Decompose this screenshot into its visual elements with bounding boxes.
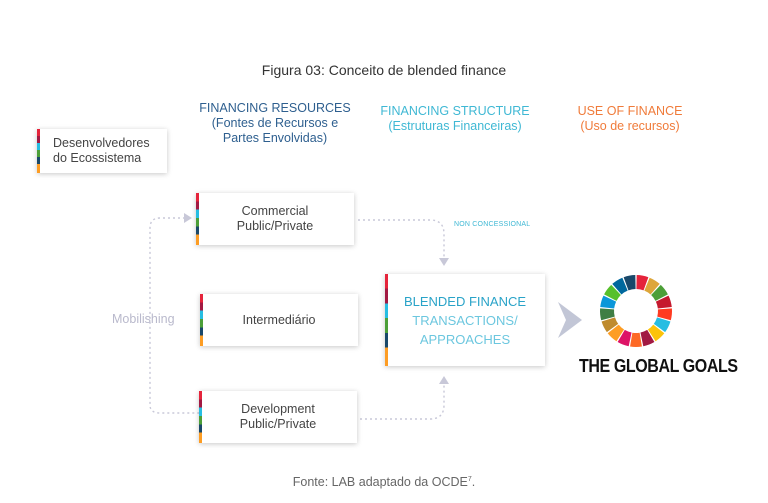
developers-line-2: do Ecossistema [53,151,142,165]
color-stripe [196,193,199,245]
box-ecosystem-developers: Desenvolvedores do Ecossistema [37,129,167,173]
commercial-line-1: Commercial [241,204,309,218]
global-goals-label: THE GLOBAL GOALS [579,357,738,377]
color-stripe [385,274,388,366]
box-blended-finance: BLENDED FINANCE TRANSACTIONS/ APPROACHES [385,274,545,366]
blended-line-1: BLENDED FINANCE [403,293,527,309]
sdg-wheel-icon [600,275,672,348]
development-to-blended-connector [360,382,445,420]
header-use-line-2: (Uso de recursos) [580,119,680,133]
sdg-wheel-segment [623,275,636,291]
sdg-wheel-segment [604,284,621,301]
development-line-1: Development [241,402,315,416]
header-use-line-1: USE OF FINANCE [577,104,683,118]
sdg-wheel-segment [601,317,619,333]
sdg-wheel-segment [600,308,615,321]
commercial-to-blended-connector [358,219,445,258]
sdg-wheel-segment [617,329,632,347]
sdg-wheel-segment [600,295,617,309]
blended-line-3: APPROACHES [419,331,511,347]
sdg-wheel-segment [651,284,668,301]
header-financing-structure: FINANCING STRUCTURE (Estruturas Financei… [370,104,540,134]
header-financing-resources: FINANCING RESOURCES (Fontes de Recursos … [190,101,360,146]
arrow-up-blended [439,376,449,384]
color-stripe [200,294,203,346]
sdg-wheel-segment [636,275,649,291]
sdg-wheel-segment [640,329,655,347]
color-stripe [37,129,40,173]
header-resources-line-1: FINANCING RESOURCES [199,101,351,115]
header-structure-line-1: FINANCING STRUCTURE [380,104,530,118]
source-end: . [471,475,476,489]
box-development: Development Public/Private [199,391,357,443]
non-concessional-label: NON CONCESSIONAL [454,221,531,228]
sdg-wheel-segment [607,324,625,342]
header-resources-line-2: (Fontes de Recursos e [211,116,339,130]
figure-title: Figura 03: Conceito de blended finance [261,62,507,78]
box-commercial: Commercial Public/Private [196,193,354,245]
source-footnote-mark: 7 [467,475,472,483]
sdg-wheel-segment [655,295,672,309]
mobilishing-label: Mobilishing [112,312,175,326]
commercial-line-2: Public/Private [236,219,314,233]
header-resources-line-3: Partes Envolvidas) [222,131,328,145]
header-use-of-finance: USE OF FINANCE (Uso de recursos) [555,104,705,134]
intermediary-label: Intermediário [242,312,316,327]
blended-line-2: TRANSACTIONS/ [412,312,518,328]
development-line-2: Public/Private [239,417,317,431]
sdg-wheel-segment [647,324,665,342]
header-structure-line-2: (Estruturas Financeiras) [388,119,522,133]
sdg-wheel-segment [612,277,628,295]
sdg-wheel-segment [653,317,671,333]
arrow-right-commercial [184,213,192,223]
arrow-down-blended [439,258,449,266]
source-note: Fonte: LAB adaptado da OCDE7. [0,475,768,489]
source-text: Fonte: LAB adaptado da OCDE [292,475,468,489]
sdg-wheel-segment [657,308,672,321]
big-arrow-to-goals [558,302,582,338]
developers-line-1: Desenvolvedores [53,136,150,150]
color-stripe [199,391,202,443]
sdg-wheel-segment [630,332,642,348]
sdg-wheel-segment [644,277,660,295]
box-intermediary: Intermediário [200,294,358,346]
